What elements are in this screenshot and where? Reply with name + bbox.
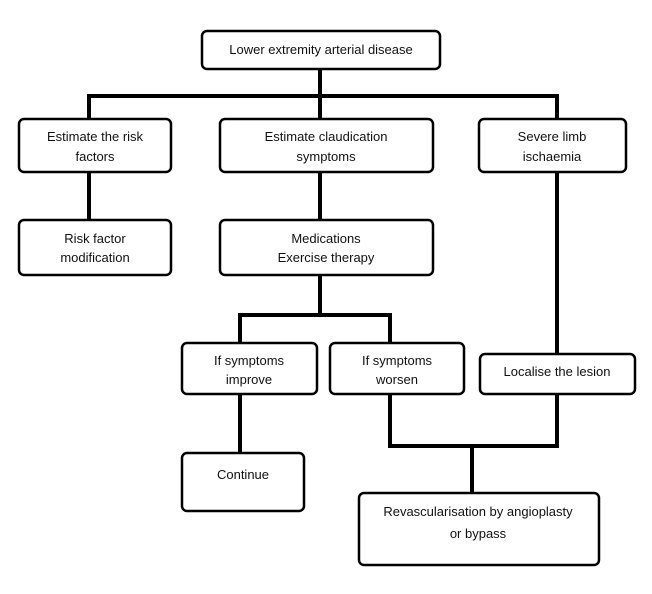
node-claudication-box (218, 117, 435, 174)
node-improve-label-1: If symptoms (214, 353, 285, 368)
node-medications-label-2: Exercise therapy (278, 250, 375, 265)
node-improve-box (180, 341, 319, 396)
node-risk-factors-label-2: factors (75, 149, 115, 164)
node-localise-label: Localise the lesion (504, 364, 611, 379)
node-risk-modification-label-2: modification (60, 250, 129, 265)
node-severe-ischaemia-label-2: ischaemia (523, 149, 582, 164)
node-revascularisation-box (357, 491, 601, 567)
node-severe-ischaemia-box (477, 117, 628, 174)
node-revascularisation: Revascularisation by angioplasty or bypa… (357, 491, 601, 567)
node-continue-box (180, 451, 306, 513)
node-risk-modification-label-1: Risk factor (64, 231, 126, 246)
node-severe-ischaemia: Severe limb ischaemia (477, 117, 628, 174)
node-risk-modification: Risk factor modification (17, 218, 173, 277)
node-claudication-label-1: Estimate claudication (265, 129, 388, 144)
node-medications-box (218, 218, 435, 277)
node-medications-label-1: Medications (291, 231, 361, 246)
node-improve: If symptoms improve (180, 341, 319, 396)
node-risk-factors: Estimate the risk factors (17, 117, 173, 174)
node-risk-factors-box (17, 117, 173, 174)
node-claudication: Estimate claudication symptoms (218, 117, 435, 174)
node-risk-modification-box (17, 218, 173, 277)
node-continue: Continue (180, 451, 306, 513)
node-improve-label-2: improve (226, 372, 272, 387)
node-worsen-label-2: worsen (375, 372, 418, 387)
node-root-box (200, 29, 442, 71)
node-revascularisation-label-2: or bypass (450, 526, 507, 541)
node-worsen: If symptoms worsen (328, 341, 466, 396)
node-medications: Medications Exercise therapy (218, 218, 435, 277)
node-worsen-label-1: If symptoms (362, 353, 433, 368)
node-localise: Localise the lesion (478, 352, 637, 396)
node-revascularisation-label-1: Revascularisation by angioplasty (383, 504, 573, 519)
node-continue-label: Continue (217, 467, 269, 482)
node-risk-factors-label-1: Estimate the risk (47, 129, 144, 144)
node-root-label: Lower extremity arterial disease (229, 42, 413, 57)
node-severe-ischaemia-label-1: Severe limb (518, 129, 587, 144)
node-claudication-label-2: symptoms (296, 149, 356, 164)
node-worsen-box (328, 341, 466, 396)
connectors (87, 67, 559, 495)
node-localise-box (478, 352, 637, 396)
node-root: Lower extremity arterial disease (200, 29, 442, 71)
